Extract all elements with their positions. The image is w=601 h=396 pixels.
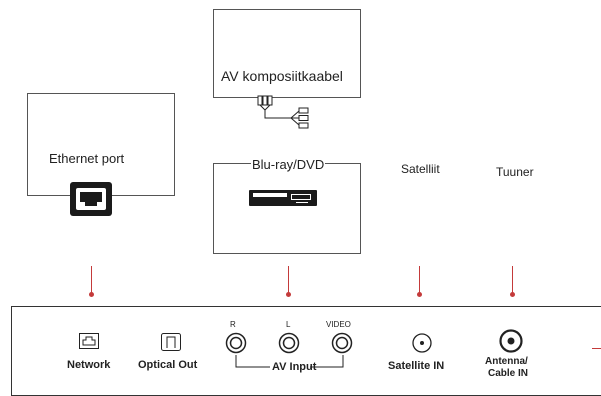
ethernet-leader-line (91, 266, 92, 294)
antenna-label-line1: Antenna/ (485, 356, 528, 367)
tuner-label: Tuuner (496, 165, 534, 179)
av-input-bracket (235, 355, 344, 368)
antenna-label-line2: Cable IN (488, 368, 529, 379)
optical-port-icon (161, 333, 181, 351)
av-l-label: L (286, 320, 291, 329)
bluray-device-box (213, 163, 361, 254)
optical-port-label: Optical Out (138, 359, 198, 371)
rca-cable-icon (257, 95, 309, 129)
satellite-in-label: Satellite IN (388, 360, 445, 372)
tuner-leader-dot (510, 292, 515, 297)
ethernet-label: Ethernet port (49, 151, 125, 166)
av-video-jack-icon (331, 332, 353, 354)
satellite-leader-line (419, 266, 420, 294)
av-r-label: R (230, 320, 236, 329)
network-port-icon (79, 333, 99, 349)
av-input-label: AV Input (272, 361, 317, 373)
coax-port-icon (499, 329, 523, 353)
av-r-jack-icon (225, 332, 247, 354)
tuner-leader-line (512, 266, 513, 294)
dvd-player-icon (249, 190, 317, 206)
bluray-label: Blu-ray/DVD (251, 157, 326, 172)
bluray-leader-line (288, 266, 289, 294)
av-l-jack-icon (278, 332, 300, 354)
av-cable-label: AV komposiitkaabel (221, 68, 343, 84)
av-video-label: VIDEO (326, 320, 351, 329)
satellite-port-icon (412, 333, 432, 353)
ethernet-leader-dot (89, 292, 94, 297)
ethernet-port-icon (70, 182, 112, 216)
ethernet-device-box (27, 93, 175, 196)
panel-edge-marker (592, 348, 601, 349)
network-port-label: Network (67, 359, 111, 371)
av-cable-box (213, 9, 361, 98)
bluray-leader-dot (286, 292, 291, 297)
satellite-leader-dot (417, 292, 422, 297)
satellite-label: Satelliit (401, 162, 440, 176)
tv-back-panel (11, 306, 601, 396)
